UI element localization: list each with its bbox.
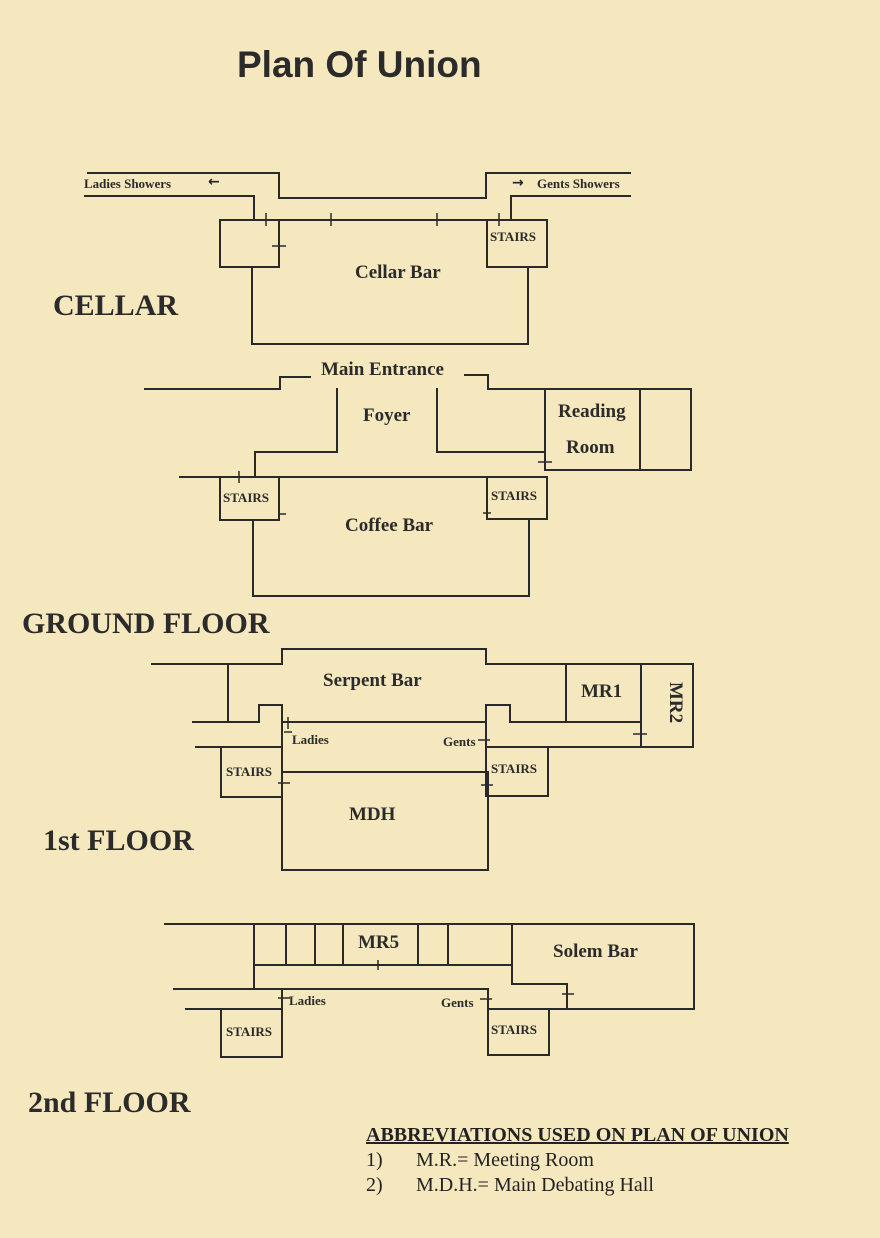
cellar-bar-label: Cellar Bar: [355, 262, 441, 283]
mr5-label: MR5: [358, 932, 400, 953]
reading-room-label-line2: Room: [566, 437, 615, 458]
floor-heading-second: 2nd FLOOR: [28, 1086, 191, 1119]
legend-item-text: M.R.= Meeting Room: [416, 1149, 594, 1171]
ladies-showers-label: Ladies Showers: [84, 176, 172, 191]
main-entrance-label: Main Entrance: [321, 359, 444, 380]
floor-heading-first: 1st FLOOR: [43, 824, 194, 857]
page-title: Plan Of Union: [237, 44, 482, 85]
first-stairs-right-label: STAIRS: [491, 761, 538, 776]
mr1-label: MR1: [581, 681, 623, 702]
second-floor-plan: [164, 923, 695, 1058]
abbreviations-legend: ABBREVIATIONS USED ON PLAN OF UNION 1) M.…: [366, 1124, 789, 1197]
first-stairs-left-label: STAIRS: [226, 764, 273, 779]
mdh-label: MDH: [349, 804, 396, 825]
second-stairs-right-label: STAIRS: [491, 1022, 538, 1037]
gents-showers-label: Gents Showers: [537, 176, 620, 191]
legend-heading: ABBREVIATIONS USED ON PLAN OF UNION: [366, 1124, 789, 1146]
cellar-stairs-label: STAIRS: [490, 229, 537, 244]
first-floor-plan: [151, 648, 694, 871]
legend-item-number: 1): [366, 1149, 383, 1171]
second-ladies-label: Ladies: [289, 993, 326, 1008]
legend-item: 1) M.R.= Meeting Room: [366, 1149, 789, 1172]
ground-stairs-right-label: STAIRS: [491, 488, 538, 503]
second-stairs-left-label: STAIRS: [226, 1024, 273, 1039]
first-gents-label: Gents: [443, 734, 476, 749]
arrow-left-icon: ←: [208, 174, 220, 190]
second-gents-label: Gents: [441, 995, 474, 1010]
foyer-label: Foyer: [363, 405, 411, 426]
legend-item: 2) M.D.H.= Main Debating Hall: [366, 1174, 789, 1197]
legend-item-number: 2): [366, 1174, 383, 1196]
reading-room-label-line1: Reading: [558, 401, 626, 422]
first-ladies-label: Ladies: [292, 732, 329, 747]
arrow-right-icon: →: [512, 175, 524, 191]
solem-bar-label: Solem Bar: [553, 941, 638, 962]
ground-floor-plan: [144, 374, 692, 597]
ground-stairs-left-label: STAIRS: [223, 490, 270, 505]
floor-heading-cellar: CELLAR: [53, 289, 179, 322]
legend-item-text: M.D.H.= Main Debating Hall: [416, 1174, 654, 1196]
serpent-bar-label: Serpent Bar: [323, 670, 422, 691]
floor-heading-ground: GROUND FLOOR: [22, 607, 270, 640]
coffee-bar-label: Coffee Bar: [345, 515, 434, 536]
mr2-label: MR2: [665, 682, 686, 724]
cellar-plan: [84, 172, 631, 345]
